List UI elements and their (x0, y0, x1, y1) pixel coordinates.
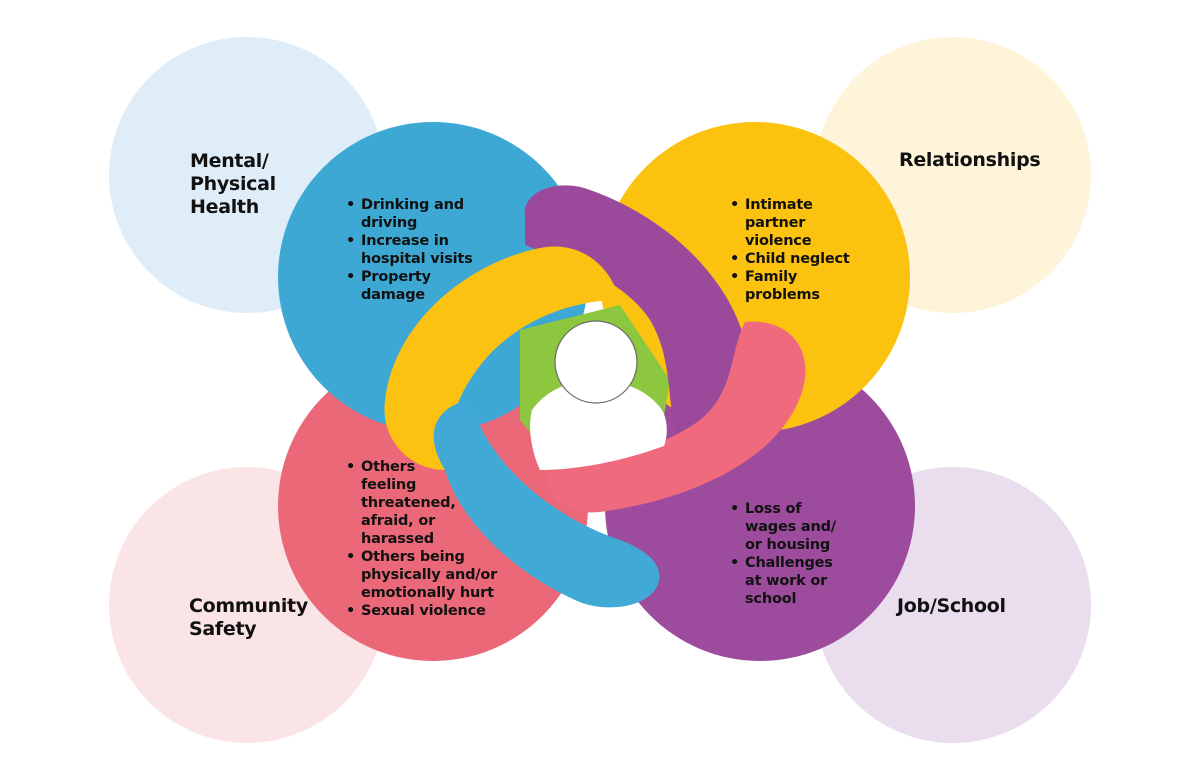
health-consequences-list: Drinking and driving Increase in hospita… (346, 196, 476, 304)
job-consequences-list: Loss of wages and/ or housing Challenges… (730, 500, 840, 608)
list-item: Others feeling threatened, afraid, or ha… (346, 458, 456, 548)
label-job-school: Job/School (897, 595, 1006, 617)
label-relationships: Relationships (899, 149, 1041, 171)
list-item: Loss of wages and/ or housing (730, 500, 840, 554)
list-item: Property damage (346, 268, 476, 304)
list-item: Family problems (730, 268, 860, 304)
list-item: Increase in hospital visits (346, 232, 476, 268)
community-consequences-list: Others feeling threatened, afraid, or ha… (346, 458, 501, 620)
knot-band-blue (433, 400, 660, 608)
knot-band-pink (547, 321, 806, 513)
knot-band-purple (524, 185, 750, 450)
person-head (554, 320, 638, 404)
label-mental-physical-health: Mental/ Physical Health (190, 150, 276, 218)
list-item: Intimate partner violence (730, 196, 860, 250)
list-item: Drinking and driving (346, 196, 476, 232)
person-body (530, 380, 667, 470)
list-item: Others being physically and/or emotional… (346, 548, 501, 602)
list-item: Sexual violence (346, 602, 501, 620)
list-item: Child neglect (730, 250, 860, 268)
relationships-consequences-list: Intimate partner violence Child neglect … (730, 196, 860, 304)
person-icon (530, 320, 667, 470)
label-community-safety: Community Safety (189, 595, 308, 640)
list-item: Challenges at work or school (730, 554, 840, 608)
